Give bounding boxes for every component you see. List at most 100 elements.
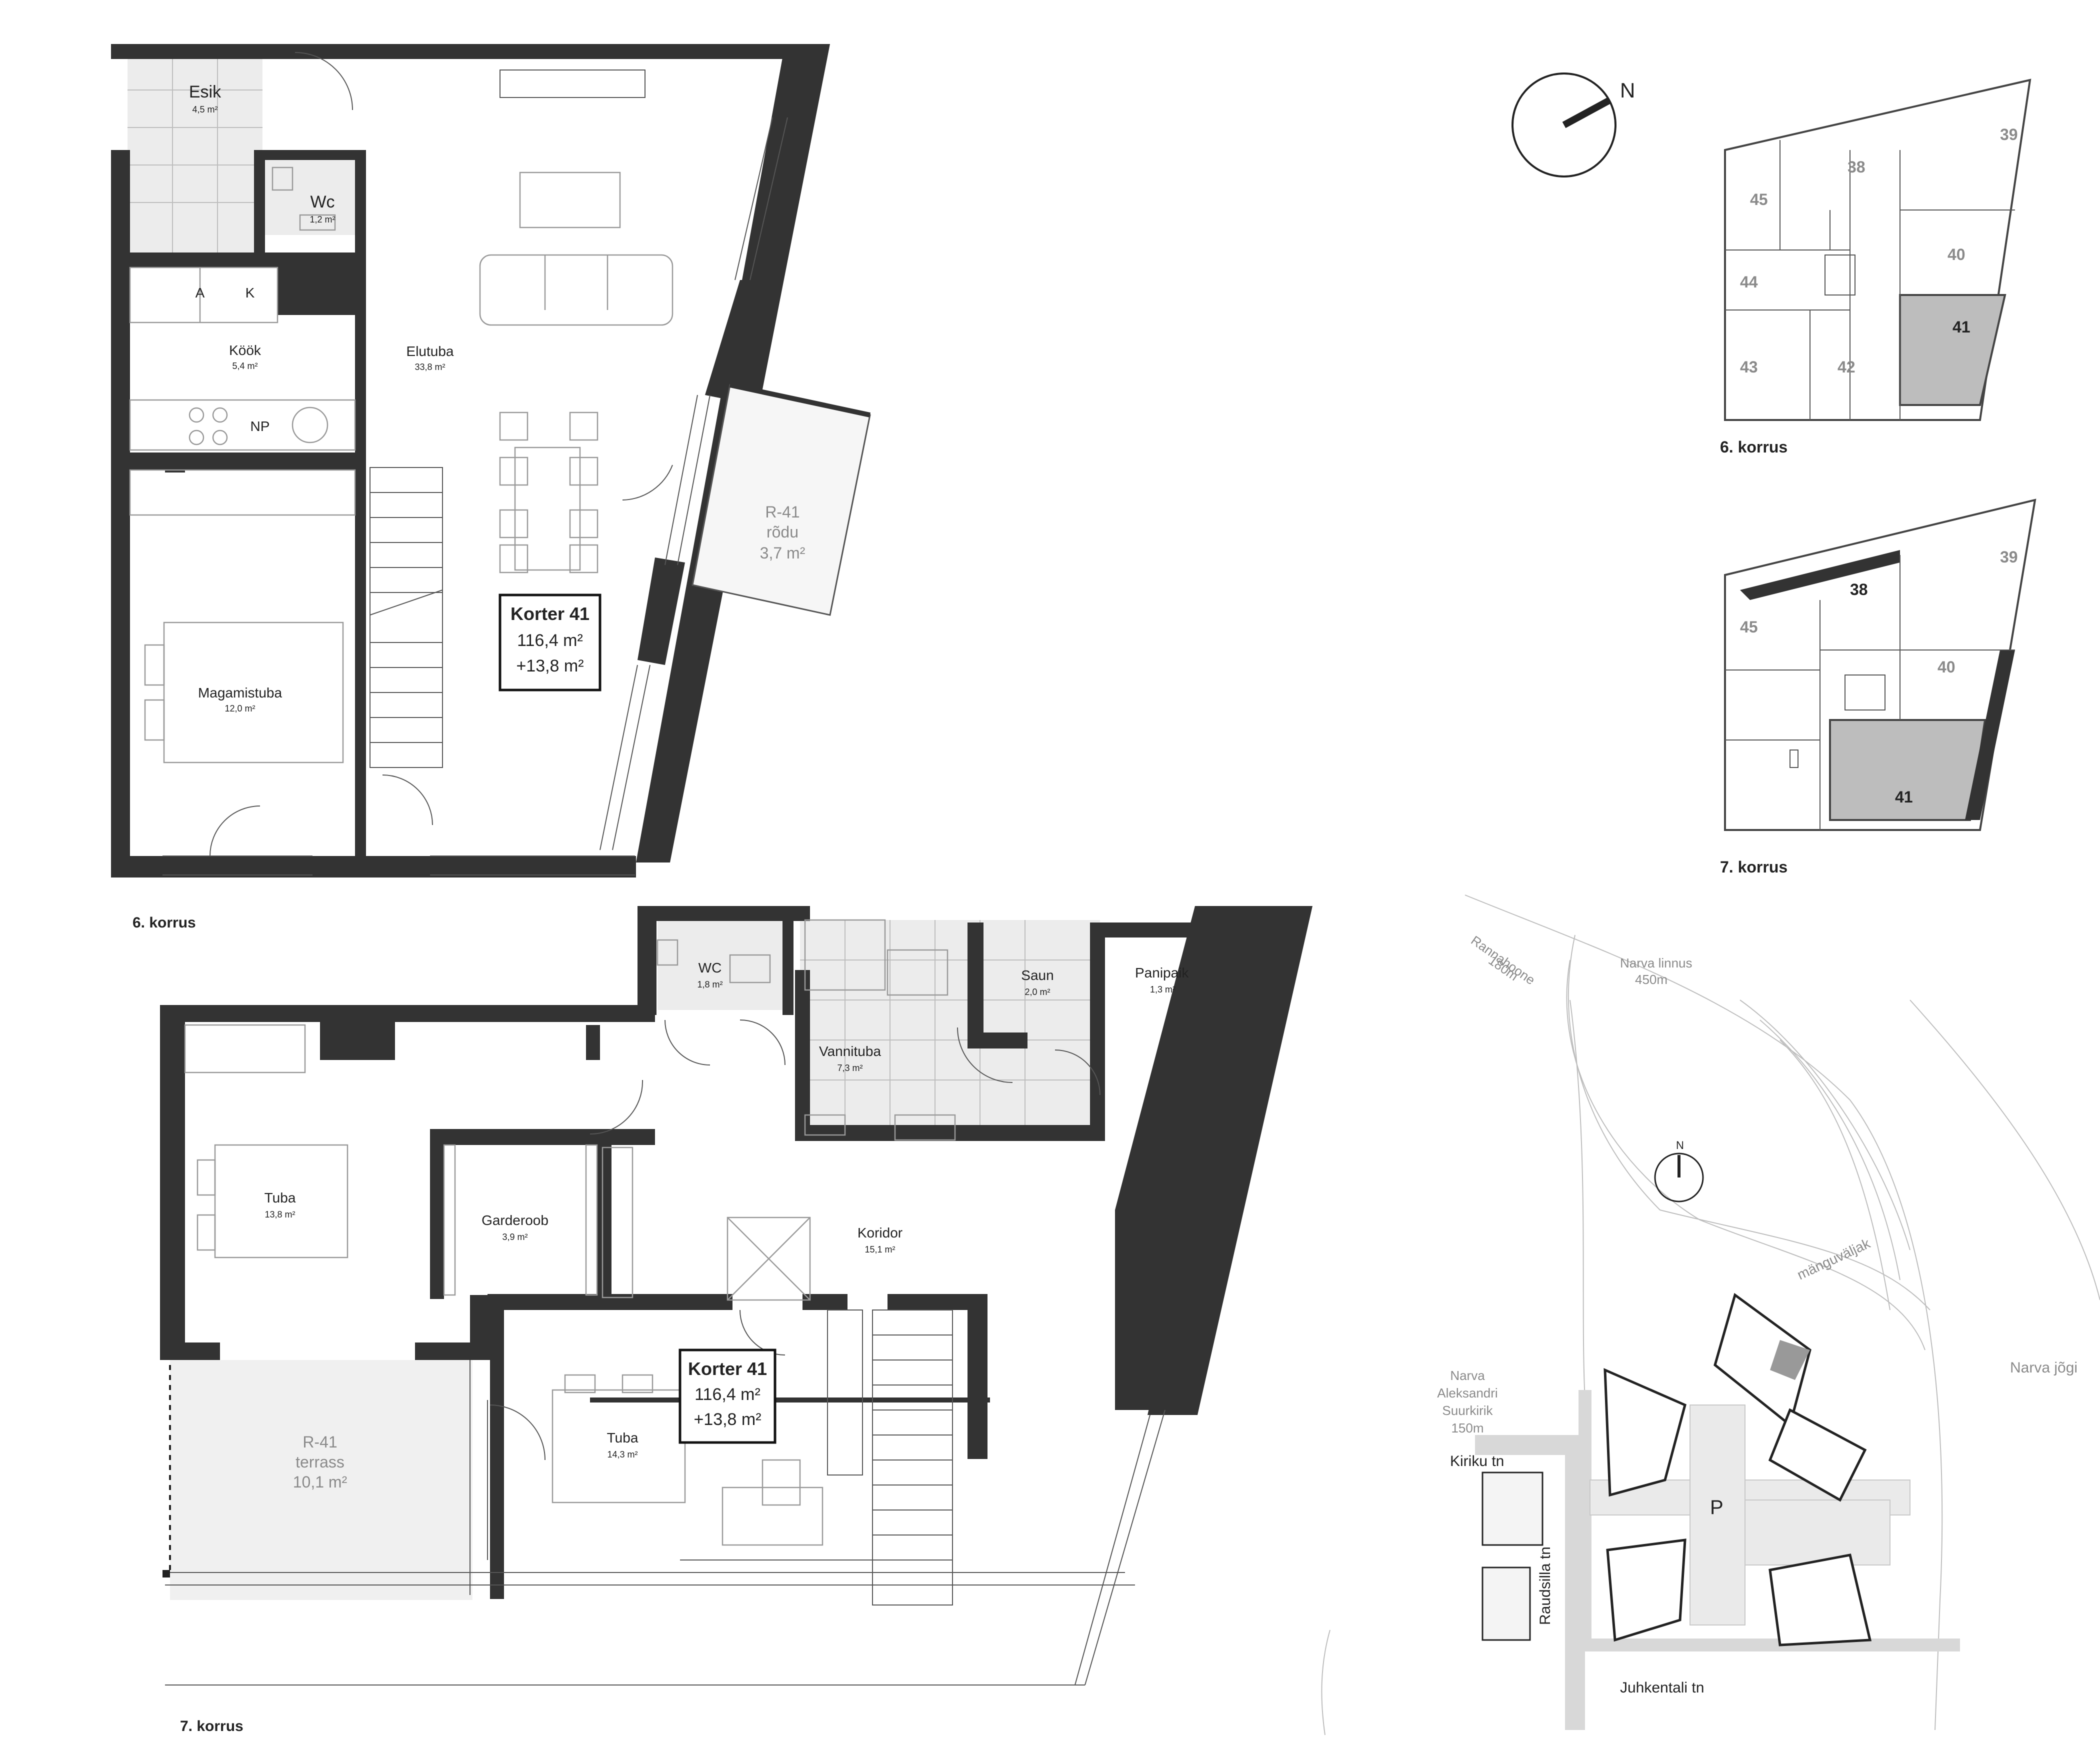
room-area-wc-7: 1,8 m² — [697, 980, 722, 990]
floor7-lines — [165, 1360, 1166, 1686]
floor6-doors — [210, 52, 673, 856]
room-area-koridor: 15,1 m² — [864, 1244, 895, 1254]
keyplan-6-unit-45: 45 — [1750, 190, 1768, 208]
esik-tiles — [128, 52, 262, 252]
floor6-windows — [162, 70, 788, 876]
room-name-tuba-1: Tuba — [264, 1190, 296, 1206]
site-contours — [1321, 894, 2100, 1736]
keyplan-7: 38 39 45 40 41 7. korrus — [1720, 498, 2036, 876]
apartment-badge — [498, 594, 602, 692]
floor6-label: 6. korrus — [132, 914, 196, 931]
keyplan-6-unit-43: 43 — [1740, 358, 1758, 376]
room-area-elutuba: 33,8 m² — [414, 362, 445, 372]
site-compass — [1654, 1152, 1704, 1202]
keyplan-6-unit-40: 40 — [1948, 246, 1966, 264]
terrace-type: terrass — [296, 1453, 344, 1471]
label-linnus: Narva linnus — [1620, 956, 1692, 970]
wc-tiles — [262, 150, 362, 235]
site-street — [1475, 1435, 1585, 1730]
room-area-vannituba: 7,3 m² — [837, 1063, 862, 1073]
keyplan-7-unit-45: 45 — [1740, 618, 1758, 636]
room-name-esik: Esik — [189, 82, 222, 102]
keyplan-6-unit-41: 41 — [1952, 318, 1970, 336]
label-kiriku-tn: Kiriku tn — [1450, 1453, 1504, 1470]
room-area-tuba-1: 13,8 m² — [264, 1210, 295, 1220]
terrace-fill — [170, 1360, 472, 1600]
floor7-label: 7. korrus — [180, 1718, 244, 1734]
label-kirik-1: Narva — [1450, 1368, 1485, 1383]
compass-north: N — [1620, 78, 1635, 102]
site-north: N — [1676, 1139, 1684, 1152]
label-raudsilla-tn: Raudsilla tn — [1537, 1546, 1554, 1625]
room-area-magamistuba: 12,0 m² — [224, 704, 255, 714]
label-kirik-dist: 150m — [1451, 1420, 1484, 1436]
floor7-furniture — [184, 919, 956, 1546]
compass-needle — [1562, 96, 1612, 128]
terrace-id: R-41 — [302, 1433, 337, 1451]
balcony-area: 3,7 m² — [760, 544, 806, 562]
fixture-k: K — [246, 285, 255, 300]
room-name-vannituba: Vannituba — [819, 1044, 881, 1059]
floor6-stair — [370, 467, 443, 768]
site-buildings — [1604, 1292, 1872, 1646]
room-name-wc: Wc — [310, 192, 334, 212]
room-name-kook: Köök — [229, 342, 262, 358]
compass-ring — [1512, 72, 1616, 178]
room-name-garderoob: Garderoob — [482, 1212, 548, 1228]
keyplan-7-label: 7. korrus — [1720, 858, 1788, 876]
fixture-np: NP — [250, 418, 270, 434]
apartment-area: 116,4 m² — [517, 631, 583, 650]
label-kirik-3: Suurkirik — [1442, 1403, 1493, 1418]
apartment-extra-7: +13,8 m² — [694, 1410, 761, 1429]
floor7-doors — [490, 1020, 1100, 1460]
keyplan-7-unit-40: 40 — [1938, 658, 1956, 676]
room-name-saun: Saun — [1021, 968, 1054, 983]
keyplan-6-label: 6. korrus — [1720, 438, 1788, 456]
floor6-plan: Esik 4,5 m² Wc 1,2 m² A K NP Köök 5,4 m²… — [111, 44, 871, 931]
keyplan-6-unit-39: 39 — [2000, 126, 2018, 144]
parking-col — [1690, 1404, 1746, 1626]
label-juhkentali-tn: Juhkentali tn — [1620, 1680, 1704, 1696]
apartment-title-7: Korter 41 — [688, 1358, 767, 1379]
bath-tiles — [800, 920, 1100, 1140]
tile-grid-7 — [800, 920, 1100, 1140]
room-name-magamistuba: Magamistuba — [198, 685, 282, 700]
church-blocks — [1482, 1472, 1544, 1641]
wc-tiles-7 — [658, 920, 785, 1010]
room-area-garderoob: 3,9 m² — [502, 1232, 528, 1242]
terrace-area: 10,1 m² — [293, 1473, 348, 1491]
keyplan-6-unit-44: 44 — [1740, 273, 1758, 291]
apartment-extra: +13,8 m² — [516, 656, 584, 676]
balcony-type: rõdu — [766, 523, 798, 541]
label-linnus-dist: 450m — [1635, 972, 1668, 987]
room-area-panipaik: 1,3 m² — [1150, 984, 1176, 994]
fixture-a: A — [196, 285, 205, 300]
room-area-tuba-2: 14,3 m² — [607, 1450, 638, 1460]
keyplan-6-unit-38: 38 — [1848, 158, 1866, 176]
label-kirik-2: Aleksandri — [1437, 1386, 1498, 1400]
apartment-title: Korter 41 — [510, 604, 590, 624]
floor7-walls — [160, 906, 1312, 1599]
balcony-id: R-41 — [765, 503, 800, 521]
room-area-esik: 4,5 m² — [192, 104, 218, 114]
room-name-wc-7: WC — [698, 960, 722, 976]
terrace-corner — [162, 1570, 170, 1578]
label-narva-jogi: Narva jõgi — [2010, 1360, 2078, 1376]
room-area-wc: 1,2 m² — [310, 214, 335, 224]
floor6-furniture — [129, 166, 674, 764]
floor7-stair — [827, 1310, 953, 1606]
keyplan-6-unit-42: 42 — [1838, 358, 1856, 376]
balcony-rail — [729, 382, 871, 418]
room-name-koridor: Koridor — [858, 1225, 902, 1240]
keyplan-6-highlight — [1899, 294, 2006, 406]
room-name-elutuba: Elutuba — [406, 344, 454, 359]
compass: N — [1512, 72, 1635, 178]
apartment-badge-7 — [678, 1348, 776, 1444]
keyplan-7-unit-41: 41 — [1895, 788, 1913, 806]
keyplan-6: 45 38 39 40 44 41 43 42 6. korrus — [1720, 78, 2032, 456]
site-plan: N Rannahoone 180m Narva linnus 450m mäng… — [1321, 894, 2100, 1736]
keyplan-7-unit-38: 38 — [1850, 580, 1868, 598]
room-name-tuba-2: Tuba — [607, 1430, 638, 1446]
room-area-kook: 5,4 m² — [232, 361, 258, 371]
